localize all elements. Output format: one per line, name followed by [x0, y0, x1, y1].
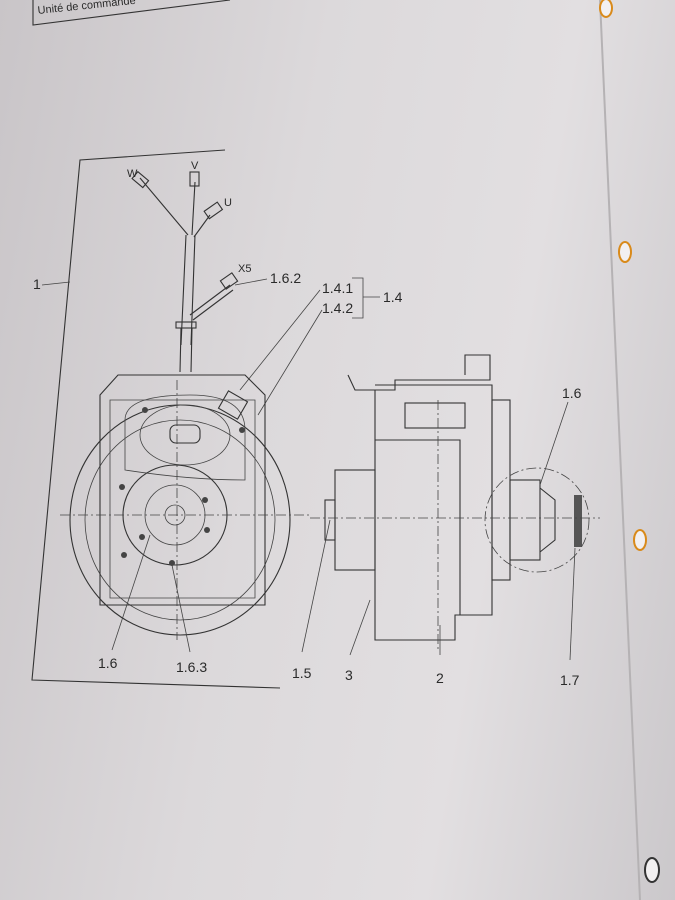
cable-harness	[131, 170, 239, 373]
label-ref-1-6-right: 1.6	[562, 385, 582, 401]
label-connector-ref: 1.6.2	[270, 270, 301, 286]
label-ref-1-6-3: 1.6.3	[176, 659, 207, 675]
header-title: Unité de commande	[37, 0, 136, 17]
label-phase-u: U	[224, 197, 232, 209]
binder-holes	[599, 0, 660, 883]
header-box: Unité de commande	[32, 0, 231, 26]
label-ref-2: 2	[436, 670, 444, 686]
label-phase-v: V	[191, 160, 199, 172]
label-phase-w: W	[127, 168, 138, 180]
label-ref-1-7: 1.7	[560, 672, 580, 688]
label-ref-1-4: 1.4	[383, 289, 403, 305]
label-ref-1-6-left: 1.6	[98, 655, 118, 671]
label-ref-3: 3	[345, 667, 353, 683]
label-ref-1-4-2: 1.4.2	[322, 300, 353, 316]
label-connector: X5	[238, 263, 251, 275]
motor-front-view	[60, 374, 310, 640]
motor-side-view	[310, 354, 600, 650]
label-ref-1-5: 1.5	[292, 665, 312, 681]
label-ref-1-4-1: 1.4.1	[322, 280, 353, 296]
label-assembly: 1	[33, 276, 41, 292]
